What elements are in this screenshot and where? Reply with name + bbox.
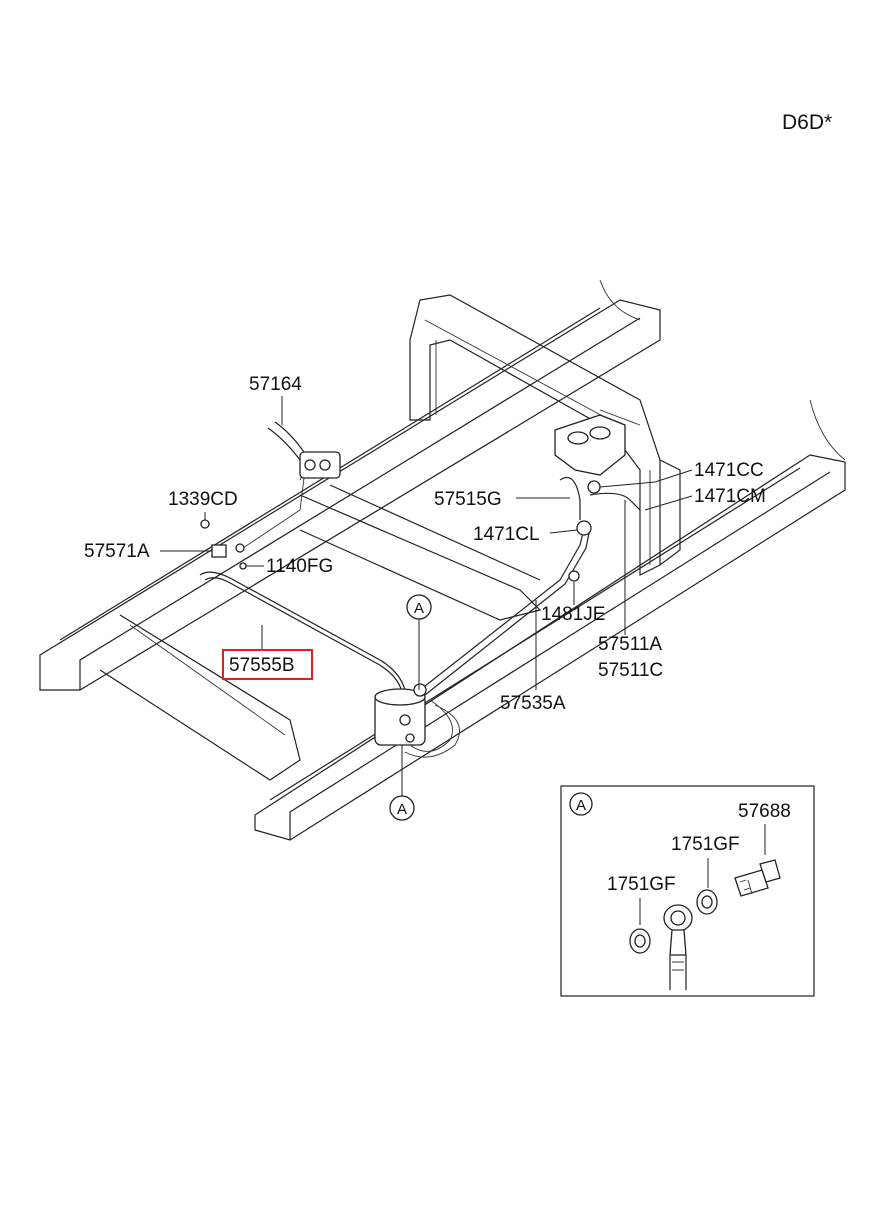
- label-57511C: 57511C: [598, 660, 663, 681]
- label-1751GF-left: 1751GF: [607, 874, 676, 895]
- fuel-lines: [199, 469, 591, 758]
- detail-a-box: A 57688 1751GF 1751GF: [560, 785, 815, 997]
- detail-ref-circle: [569, 792, 593, 816]
- label-1471CC: 1471CC: [694, 460, 764, 481]
- label-57688: 57688: [738, 801, 791, 822]
- bolt-57688: [734, 859, 781, 897]
- clip-1481JE: [568, 570, 580, 582]
- label-1339CD: 1339CD: [168, 489, 238, 510]
- label-57164: 57164: [249, 374, 302, 395]
- callouts: 57164 1339CD 57571A 1140FG 57515G 1471CL…: [84, 374, 766, 821]
- fuel-filter: [374, 683, 427, 746]
- bolt-1140FG: [239, 562, 247, 570]
- fitting-1140FG: [235, 543, 245, 553]
- clamp-1471CC: [587, 480, 601, 494]
- label-1481JE: 1481JE: [541, 604, 605, 625]
- label-57571A: 57571A: [84, 541, 150, 562]
- nut-1339CD: [200, 519, 210, 529]
- label-1751GF-right: 1751GF: [671, 834, 740, 855]
- model-code: D6D*: [782, 111, 832, 134]
- label-1471CM: 1471CM: [694, 486, 766, 507]
- label-57535A: 57535A: [500, 693, 566, 714]
- detail-ref-text: A: [576, 797, 586, 814]
- highlight-box: [222, 649, 313, 680]
- vehicle-frame: [39, 279, 846, 841]
- ref-top-text: A: [414, 600, 424, 617]
- clip-57571A: [211, 544, 227, 558]
- label-57555B: 57555B: [229, 655, 295, 676]
- ref-bottom-text: A: [397, 801, 407, 818]
- label-1471CL: 1471CL: [473, 524, 540, 545]
- hose-57164: [267, 421, 341, 479]
- label-57515G: 57515G: [434, 489, 502, 510]
- banjo-fitting: [663, 904, 693, 990]
- label-1140FG: 1140FG: [266, 556, 333, 577]
- label-57511A: 57511A: [598, 634, 662, 655]
- reservoir: [554, 414, 641, 582]
- clamp-1471CL: [576, 520, 592, 536]
